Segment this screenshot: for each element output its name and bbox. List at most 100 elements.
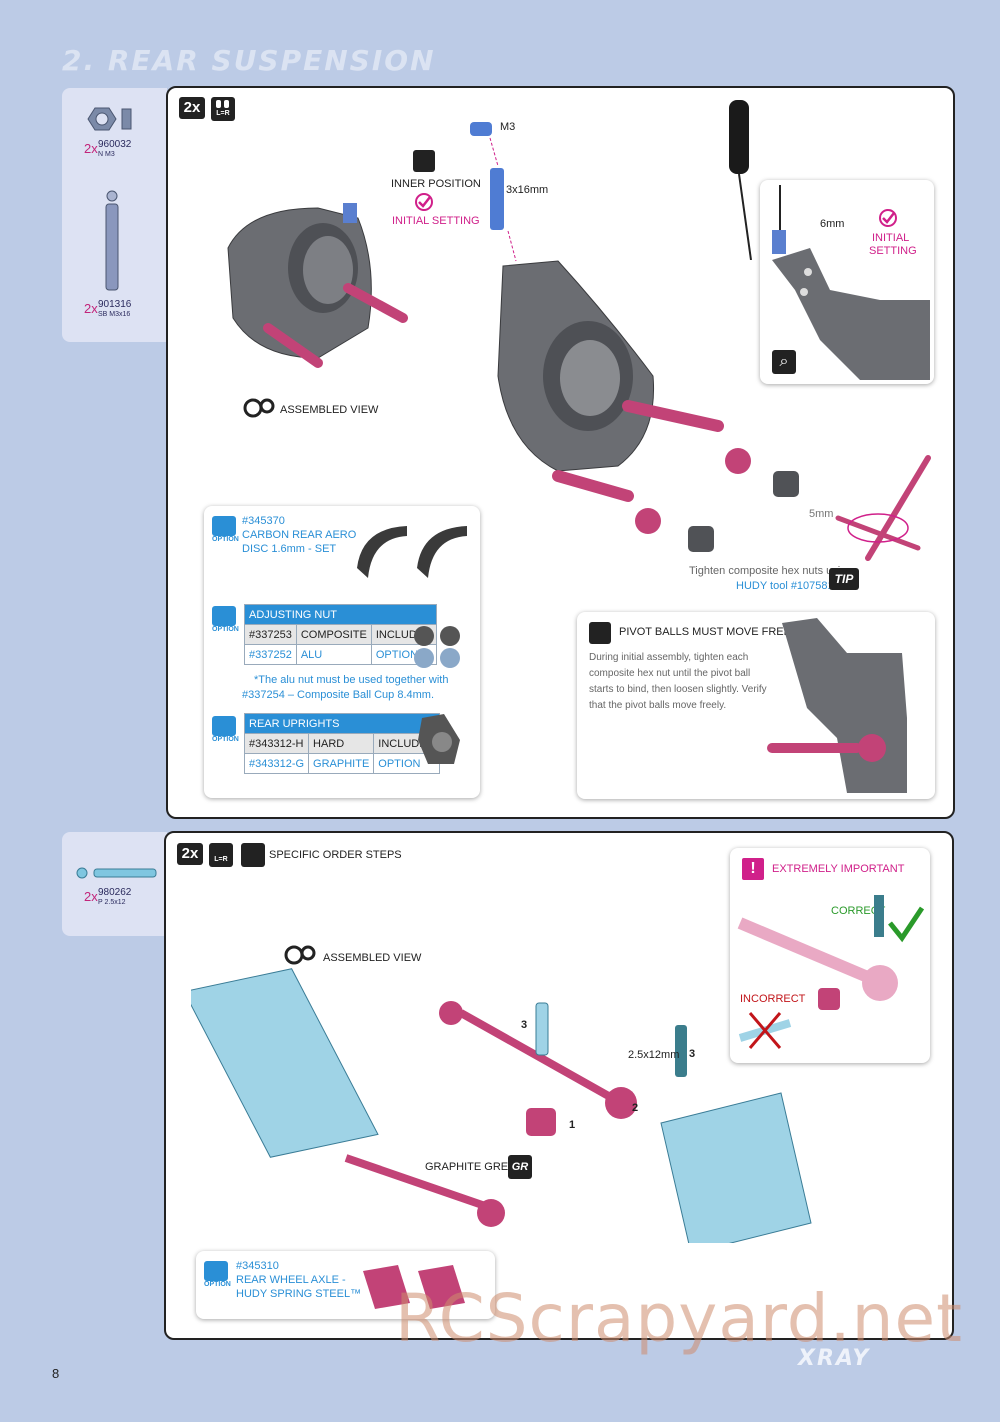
option-thumbs-up-icon: OPTION (204, 1261, 231, 1291)
pivot-text-line: that the pivot balls move freely. (589, 700, 727, 711)
left-right-icon: L=R (209, 843, 233, 867)
option-card: OPTION #345370 CARBON REAR AERO DISC 1.6… (204, 506, 480, 798)
parts-bin-step2: 2x 980262 P 2.5x12 (62, 832, 167, 936)
wrench-size-label: 5mm (809, 508, 834, 520)
table-cell: #343312-H (243, 733, 310, 754)
inner-position-icon (413, 150, 435, 172)
aero-disc-drawing (357, 526, 467, 578)
order-steps-icon (241, 843, 265, 867)
part-label-960032: 2x 960032 N M3 (84, 140, 164, 162)
pivot-card: PIVOT BALLS MUST MOVE FREELY During init… (577, 612, 935, 799)
detail-card: 6mm INITIAL SETTING ⌕ (760, 180, 934, 384)
nut-note-line1: *The alu nut must be used together with (254, 674, 449, 686)
exploded-upright-drawing (470, 122, 799, 552)
option-icon-label: OPTION (212, 736, 239, 743)
exclamation-icon: ! (742, 858, 764, 880)
option-icon-label: OPTION (204, 1281, 231, 1288)
assembled-view-icon (284, 945, 316, 965)
part-qty: 2x (84, 889, 98, 904)
assembled-view-icon (243, 398, 275, 418)
important-drawing (737, 895, 925, 1049)
nut-drawing (414, 626, 460, 668)
table-cell: #337252 (244, 644, 297, 665)
step-marker: 3 (521, 1019, 528, 1031)
adjusting-nut-table: ADJUSTING NUT #337253 COMPOSITE INCLUDED… (243, 604, 438, 665)
screw-size-label: 3x16mm (506, 184, 549, 196)
table-cell: HARD (308, 733, 375, 754)
section-title: 2. REAR SUSPENSION (62, 44, 436, 77)
left-right-icon: L=R (211, 97, 235, 121)
m3-label: M3 (500, 121, 516, 133)
table-header: ADJUSTING NUT (243, 604, 438, 625)
step-marker: 1 (569, 1119, 576, 1131)
table-header: REAR UPRIGHTS (244, 713, 440, 734)
lr-label: L=R (216, 110, 230, 117)
checkmark-icon (879, 209, 897, 227)
tip-tool-link[interactable]: HUDY tool #107581. (736, 580, 837, 592)
brand-logo: XRAY (798, 1346, 871, 1371)
table-cell: COMPOSITE (295, 624, 372, 645)
axle-code: #345310 (236, 1260, 279, 1272)
step-marker: 3 (689, 1048, 696, 1060)
axle-line2: HUDY SPRING STEEL™ (236, 1288, 362, 1300)
axle-drawing (191, 968, 812, 1243)
pivot-title: PIVOT BALLS MUST MOVE FREELY (619, 626, 804, 638)
part-desc: SB M3x16 (98, 311, 131, 318)
important-title: EXTREMELY IMPORTANT (772, 863, 905, 875)
quantity-badge: 2x (177, 843, 203, 865)
grease-badge: GR (508, 1155, 532, 1179)
detail-drawing (772, 185, 930, 380)
pivot-text-line: starts to bind, then loosen slightly. Ve… (589, 684, 767, 695)
part-label-901316: 2x 901316 SB M3x16 (84, 300, 164, 322)
option-thumbs-up-icon: OPTION (212, 716, 239, 746)
watermark: RCScrapyard.net (395, 1280, 963, 1357)
lr-label: L=R (214, 856, 228, 863)
assembled-upright-drawing (227, 203, 408, 368)
step2-panel: 2x L=R SPECIFIC ORDER STEPS ASSEMBLED VI… (164, 831, 954, 1340)
gap-label: 6mm (820, 218, 845, 230)
part-code: 960032 (98, 139, 132, 150)
tip-badge: TIP (829, 568, 859, 590)
part-code: 980262 (98, 887, 132, 898)
table-cell: ALU (295, 644, 372, 665)
initial-setting-label: INITIAL SETTING (392, 215, 480, 227)
option-thumbs-up-icon: OPTION (212, 516, 239, 546)
aero-line1: CARBON REAR AERO (242, 529, 357, 541)
step-marker: 2 (632, 1102, 639, 1114)
detail-initial-label: INITIAL (872, 232, 910, 244)
hex-wrench-icon (835, 455, 931, 561)
step1-panel: 2x L=R INNER POSITION INITIAL SETTING M3… (166, 86, 955, 819)
rear-uprights-table: REAR UPRIGHTS #343312-H HARD INCLUDED #3… (243, 713, 440, 774)
table-cell: #343312-G (243, 753, 310, 774)
inner-position-label: INNER POSITION (391, 178, 481, 190)
part-desc: N M3 (98, 151, 115, 158)
part-qty: 2x (84, 301, 98, 316)
detail-setting-label: SETTING (869, 245, 917, 257)
hex-driver-icon (729, 100, 752, 260)
table-cell: OPTION (373, 753, 440, 774)
aero-code: #345370 (242, 515, 285, 527)
correct-label: CORRECT (831, 905, 886, 917)
hex-nut-icon (87, 107, 132, 131)
option-thumbs-up-icon: OPTION (212, 606, 239, 636)
page-number: 8 (52, 1366, 60, 1381)
pivot-warning-icon (589, 622, 611, 644)
option-card: OPTION #345310 REAR WHEEL AXLE - HUDY SP… (196, 1251, 495, 1319)
axle-line1: REAR WHEEL AXLE - (236, 1274, 346, 1286)
axle-option-drawing (363, 1265, 465, 1309)
pivot-drawing (767, 618, 907, 793)
important-card: ! EXTREMELY IMPORTANT CORRECT INCORRECT (730, 848, 930, 1063)
aero-line2: DISC 1.6mm - SET (242, 543, 337, 555)
part-code: 901316 (98, 299, 132, 310)
screw-icon (105, 190, 119, 291)
quantity-badge: 2x (179, 97, 205, 119)
nut-note-line2: #337254 – Composite Ball Cup 8.4mm. (242, 689, 434, 701)
table-cell: GRAPHITE (308, 753, 375, 774)
specific-order-label: SPECIFIC ORDER STEPS (269, 849, 402, 861)
incorrect-label: INCORRECT (740, 993, 806, 1005)
assembled-view-label: ASSEMBLED VIEW (323, 952, 422, 964)
part-desc: P 2.5x12 (98, 899, 126, 906)
checkmark-icon (415, 193, 433, 211)
upright-thumbnail (418, 714, 460, 764)
table-cell: #337253 (244, 624, 297, 645)
